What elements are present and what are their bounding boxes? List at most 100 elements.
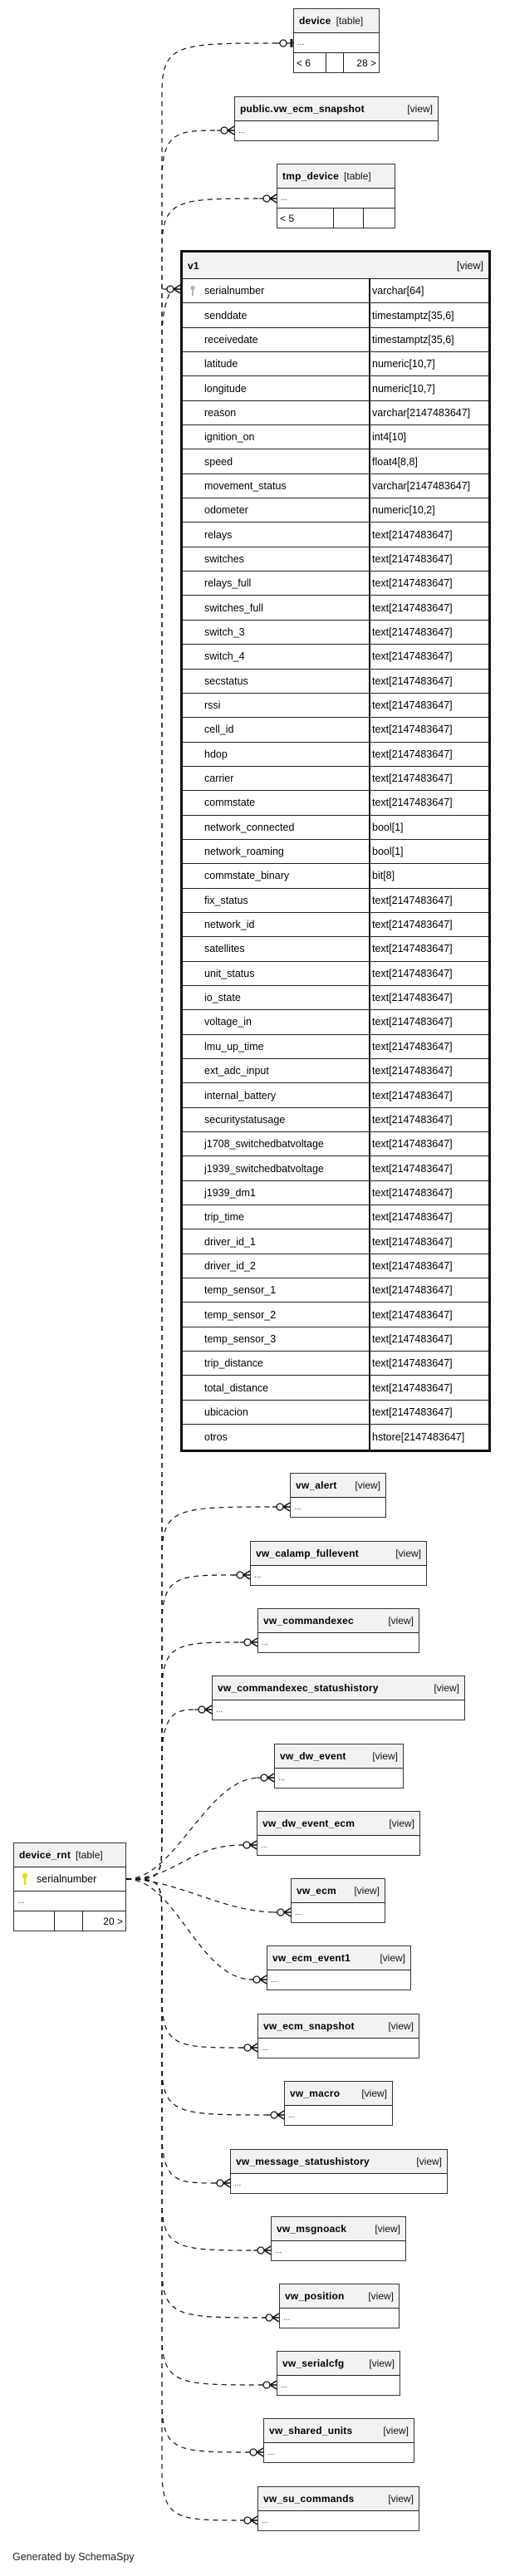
view-vw-dw-event-ecm[interactable]: vw_dw_event_ecm[view]...	[257, 1811, 420, 1856]
view-vw-su-commands[interactable]: vw_su_commands[view]...	[257, 2486, 419, 2531]
crows-foot-icon	[269, 194, 277, 199]
view-kind: [view]	[383, 2425, 409, 2436]
table-kind: [table]	[344, 170, 371, 182]
view-name: vw_dw_event_ecm	[262, 1818, 355, 1829]
view-vw-shared-units[interactable]: vw_shared_units[view]...	[263, 2418, 414, 2463]
table-device[interactable]: device [table] ... < 6 28 >	[293, 8, 380, 73]
view-vw-alert[interactable]: vw_alert[view]...	[290, 1473, 386, 1518]
view-vw-calamp-fullevent[interactable]: vw_calamp_fullevent[view]...	[250, 1541, 427, 1586]
view-vw-commandexec[interactable]: vw_commandexec[view]...	[257, 1608, 419, 1653]
column-name: temp_sensor_2	[204, 1308, 277, 1321]
view-vw-commandexec-statushistory[interactable]: vw_commandexec_statushistory[view]...	[212, 1676, 465, 1720]
crows-foot-icon	[259, 1979, 267, 1985]
view-vw-macro[interactable]: vw_macro[view]...	[284, 2081, 393, 2126]
child-count[interactable]: 28 >	[356, 56, 376, 69]
child-count[interactable]	[364, 209, 395, 228]
table-footer: < 6 28 >	[294, 52, 379, 72]
column-type: text[2147483647]	[372, 1065, 453, 1077]
column-name-cell: switches	[183, 547, 370, 572]
view-vw-dw-event[interactable]: vw_dw_event[view]...	[274, 1744, 404, 1788]
parent-count[interactable]: < 5	[277, 209, 334, 228]
view-name: vw_ecm	[297, 1885, 336, 1896]
table-device-rnt[interactable]: device_rnt [table] serialnumber ... 20 >	[13, 1842, 126, 1931]
table-tmp-device[interactable]: tmp_device [table] ... < 5	[277, 164, 395, 228]
column-type: numeric[10,7]	[372, 382, 435, 395]
view-kind: [view]	[361, 2088, 387, 2099]
view-vw-message-statushistory[interactable]: vw_message_statushistory[view]...	[230, 2149, 448, 2194]
column-type: timestamptz[35,6]	[372, 309, 454, 321]
column-name-cell: driver_id_2	[183, 1254, 370, 1278]
column-name: hdop	[204, 748, 228, 760]
column-name: latitude	[204, 358, 238, 370]
relationship-line	[125, 1709, 199, 1880]
view-vw-serialcfg[interactable]: vw_serialcfg[view]...	[277, 2351, 400, 2396]
pk-column-row[interactable]: serialnumber	[14, 1867, 125, 1892]
crows-foot-icon	[250, 2043, 258, 2049]
view-vw-ecm-event1[interactable]: vw_ecm_event1[view]...	[267, 1945, 411, 1990]
view-vw-ecm[interactable]: vw_ecm[view]...	[291, 1878, 385, 1923]
view-vw-ecm-snapshot[interactable]: vw_ecm_snapshot[view]...	[257, 2014, 419, 2058]
view-vw-position[interactable]: vw_position[view]...	[279, 2284, 400, 2328]
view-vw-msgnoack[interactable]: vw_msgnoack[view]...	[271, 2216, 406, 2261]
column-name: j1708_switchedbatvoltage	[204, 1138, 324, 1151]
column-name: ubicacion	[204, 1406, 248, 1418]
column-name: internal_battery	[204, 1089, 277, 1102]
parent-count[interactable]: < 6	[294, 53, 326, 72]
crows-foot-icon	[204, 1705, 213, 1710]
crows-foot-icon	[282, 1502, 291, 1508]
column-type: text[2147483647]	[372, 943, 453, 955]
child-count[interactable]: 20 >	[103, 1915, 123, 1927]
view-public-vw-ecm-snapshot[interactable]: public.vw_ecm_snapshot [view] ...	[234, 96, 439, 141]
column-name: driver_id_1	[204, 1235, 256, 1248]
